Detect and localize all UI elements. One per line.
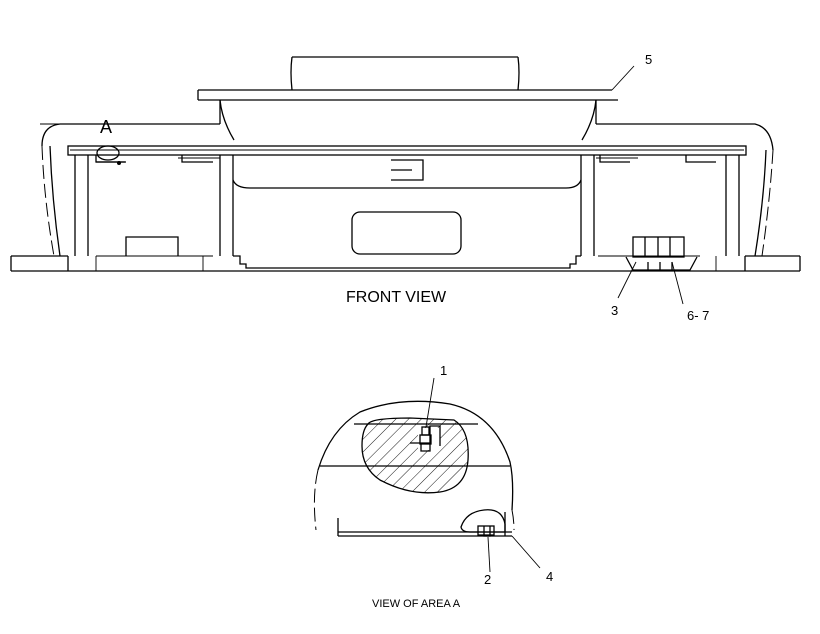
callout-2: 2	[484, 572, 491, 587]
leader-2	[487, 536, 491, 573]
mount-block-hatched	[625, 236, 698, 271]
leader-5	[611, 65, 635, 91]
callout-5: 5	[645, 52, 652, 67]
leader-1	[425, 377, 435, 428]
area-a-label: A	[100, 117, 112, 137]
detail-view-drawing	[313, 377, 541, 573]
callout-3: 3	[611, 303, 618, 318]
front-view-caption: FRONT VIEW	[346, 289, 447, 306]
detail-view-caption: VIEW OF AREA A	[372, 598, 461, 610]
leader-3	[617, 261, 637, 299]
front-view-drawing	[10, 56, 801, 305]
leader-6-7	[671, 261, 684, 305]
callout-6-7: 6- 7	[687, 308, 709, 323]
area-a-bolt	[96, 145, 126, 165]
callout-4: 4	[546, 569, 553, 584]
callout-1: 1	[440, 363, 447, 378]
leader-4	[511, 535, 541, 569]
